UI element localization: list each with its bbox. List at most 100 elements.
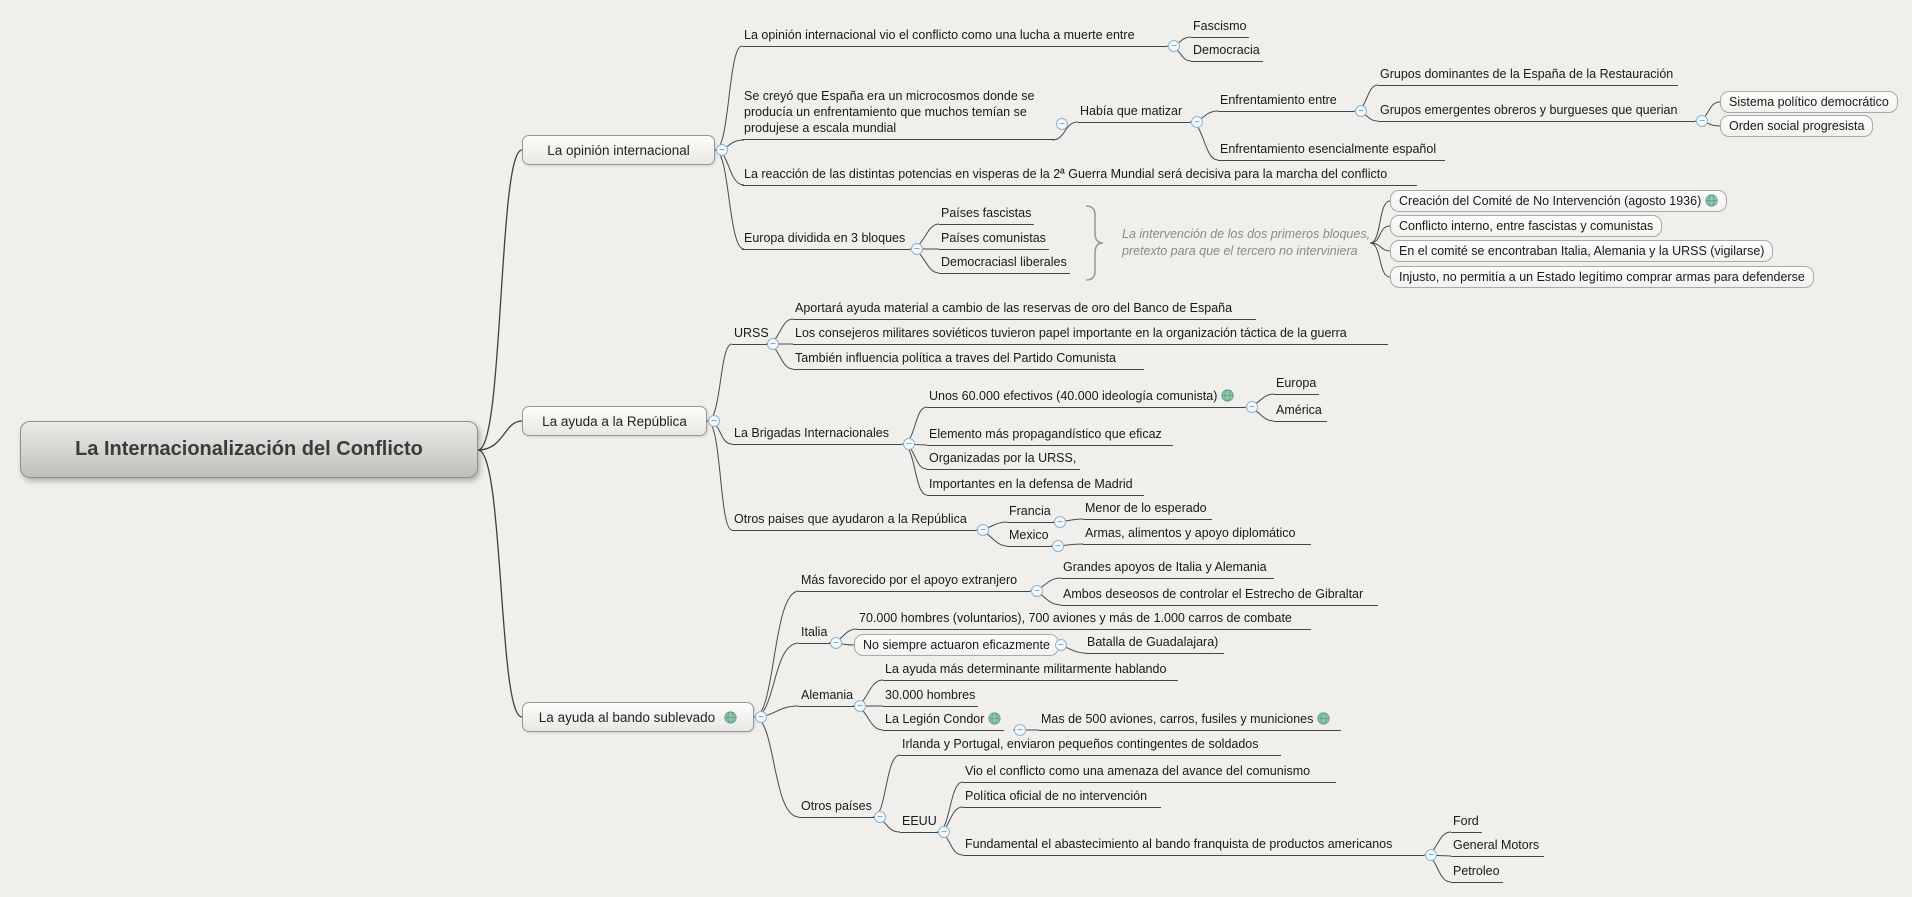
node-habia-que-matizar[interactable]: Había que matizar — [1078, 103, 1190, 123]
globe-icon[interactable] — [1705, 194, 1718, 207]
node-otros-paises-republica[interactable]: Otros paises que ayudaron a la República — [732, 511, 976, 531]
node-microcosmos[interactable]: Se creyó que España era un microcosmos d… — [742, 88, 1054, 140]
node-abastecimiento-productos[interactable]: Fundamental el abastecimiento al bando f… — [963, 836, 1424, 856]
node-label-line: producía un enfrentamiento que muchos te… — [744, 105, 1027, 119]
collapse-icon[interactable]: − — [716, 144, 728, 156]
collapse-icon[interactable]: − — [1056, 118, 1068, 130]
collapse-icon[interactable]: − — [1055, 639, 1067, 651]
collapse-icon[interactable]: − — [1696, 115, 1708, 127]
node-paises-comunistas[interactable]: Países comunistas — [939, 230, 1049, 250]
node-democracias-liberales[interactable]: Democraciasl liberales — [939, 254, 1070, 274]
node-brigadas-internacionales[interactable]: La Brigadas Internacionales — [732, 425, 902, 445]
node-legion-condor[interactable]: La Legión Condor — [883, 711, 1005, 731]
node-consejeros-sovieticos[interactable]: Los consejeros militares soviéticos tuvi… — [793, 325, 1388, 345]
node-estrecho-gibraltar[interactable]: Ambos deseosos de controlar el Estrecho … — [1061, 586, 1378, 606]
node-irlanda-portugal[interactable]: Irlanda y Portugal, enviaron pequeños co… — [900, 736, 1281, 756]
node-label: Orden social progresista — [1729, 119, 1865, 133]
collapse-icon[interactable]: − — [1246, 401, 1258, 413]
collapse-icon[interactable]: − — [1054, 516, 1066, 528]
node-democracia[interactable]: Democracia — [1191, 42, 1263, 62]
node-armas-alimentos[interactable]: Armas, alimentos y apoyo diplomático — [1083, 525, 1311, 545]
node-grandes-apoyos[interactable]: Grandes apoyos de Italia y Alemania — [1061, 559, 1274, 579]
node-label: Fascismo — [1193, 19, 1247, 33]
collapse-icon[interactable]: − — [903, 438, 915, 450]
node-70000-hombres[interactable]: 70.000 hombres (voluntarios), 700 avione… — [857, 610, 1311, 630]
node-lucha-a-muerte[interactable]: La opinión internacional vio el conflict… — [742, 27, 1167, 47]
node-propagandistico[interactable]: Elemento más propagandístico que eficaz — [927, 426, 1173, 446]
node-sistema-politico[interactable]: Sistema político democrático — [1720, 91, 1898, 113]
summary-brace-note[interactable]: La intervención de los dos primeros bloq… — [1122, 226, 1370, 260]
node-francia[interactable]: Francia — [1007, 503, 1054, 523]
node-amenaza-comunismo[interactable]: Vio el conflicto como una amenaza del av… — [963, 763, 1336, 783]
node-label: Democracia — [1193, 43, 1260, 57]
collapse-icon[interactable]: − — [1191, 116, 1203, 128]
node-defensa-madrid[interactable]: Importantes en la defensa de Madrid — [927, 476, 1144, 496]
node-comite-no-intervencion[interactable]: Creación del Comité de No Intervención (… — [1390, 190, 1728, 212]
globe-icon[interactable] — [988, 712, 1001, 725]
node-organizadas-urss[interactable]: Organizadas por la URSS, — [927, 450, 1080, 470]
node-eeuu[interactable]: EEUU — [900, 813, 940, 833]
node-mexico[interactable]: Mexico — [1007, 527, 1052, 547]
node-mas-favorecido[interactable]: Más favorecido por el apoyo extranjero — [799, 572, 1030, 592]
node-influencia-politica[interactable]: También influencia política a traves del… — [793, 350, 1144, 370]
collapse-icon[interactable]: − — [1355, 105, 1367, 117]
globe-icon[interactable] — [1221, 389, 1234, 402]
node-europa-3-bloques[interactable]: Europa dividida en 3 bloques — [742, 230, 910, 250]
collapse-icon[interactable]: − — [1031, 585, 1043, 597]
globe-icon[interactable] — [724, 710, 737, 724]
node-america[interactable]: América — [1274, 402, 1327, 422]
topic-ayuda-republica[interactable]: La ayuda a la República — [522, 406, 707, 436]
node-label: Los consejeros militares soviéticos tuvi… — [795, 326, 1347, 340]
collapse-icon[interactable]: − — [1052, 540, 1064, 552]
collapse-icon[interactable]: − — [911, 243, 923, 255]
node-label: Más favorecido por el apoyo extranjero — [801, 573, 1018, 587]
collapse-icon[interactable]: − — [938, 826, 950, 838]
collapse-icon[interactable]: − — [1168, 40, 1180, 52]
node-paises-fascistas[interactable]: Países fascistas — [939, 205, 1035, 225]
node-italia[interactable]: Italia — [799, 624, 831, 644]
node-ayuda-oro[interactable]: Aportará ayuda material a cambio de las … — [793, 300, 1256, 320]
node-politica-no-intervencion[interactable]: Política oficial de no intervención — [963, 788, 1161, 808]
node-comite-miembros[interactable]: En el comité se encontraban Italia, Alem… — [1390, 240, 1774, 262]
node-ford[interactable]: Ford — [1451, 813, 1482, 833]
root-topic[interactable]: La Internacionalización del Conflicto — [20, 421, 478, 478]
collapse-icon[interactable]: − — [854, 700, 866, 712]
node-urss[interactable]: URSS — [732, 325, 772, 345]
collapse-icon[interactable]: − — [977, 524, 989, 536]
collapse-icon[interactable]: − — [830, 637, 842, 649]
node-efectivos[interactable]: Unos 60.000 efectivos (40.000 ideología … — [927, 388, 1245, 408]
node-grupos-emergentes[interactable]: Grupos emergentes obreros y burgueses qu… — [1378, 102, 1695, 122]
node-enfrentamiento-entre[interactable]: Enfrentamiento entre — [1218, 92, 1354, 112]
collapse-icon[interactable]: − — [755, 711, 767, 723]
node-enfrentamiento-espanol[interactable]: Enfrentamiento esencialmente español — [1218, 141, 1445, 161]
node-conflicto-interno[interactable]: Conflicto interno, entre fascistas y com… — [1390, 215, 1663, 237]
globe-icon[interactable] — [1317, 712, 1330, 725]
node-petroleo[interactable]: Petroleo — [1451, 863, 1503, 883]
node-label: Grandes apoyos de Italia y Alemania — [1063, 560, 1267, 574]
node-no-siempre-eficaces[interactable]: No siempre actuaron eficazmente — [854, 634, 1059, 656]
node-grupos-dominantes[interactable]: Grupos dominantes de la España de la Res… — [1378, 66, 1678, 86]
collapse-icon[interactable]: − — [874, 811, 886, 823]
node-label: Sistema político democrático — [1729, 95, 1889, 109]
node-30000-hombres[interactable]: 30.000 hombres — [883, 687, 979, 707]
collapse-icon[interactable]: − — [767, 338, 779, 350]
node-500-aviones[interactable]: Mas de 500 aviones, carros, fusiles y mu… — [1039, 711, 1341, 731]
collapse-icon[interactable]: − — [1014, 724, 1026, 736]
node-menor-esperado[interactable]: Menor de lo esperado — [1083, 500, 1212, 520]
topic-opinion-internacional[interactable]: La opinión internacional — [522, 135, 715, 165]
node-alemania[interactable]: Alemania — [799, 687, 857, 707]
node-fascismo[interactable]: Fascismo — [1191, 18, 1250, 38]
node-batalla-guadalajara[interactable]: Batalla de Guadalajara) — [1085, 634, 1224, 654]
topic-label: La ayuda al bando sublevado — [538, 709, 716, 725]
topic-ayuda-sublevado[interactable]: La ayuda al bando sublevado — [522, 702, 754, 732]
node-orden-social[interactable]: Orden social progresista — [1720, 115, 1874, 137]
node-injusto[interactable]: Injusto, no permitía a un Estado legítim… — [1390, 266, 1814, 288]
collapse-icon[interactable]: − — [708, 415, 720, 427]
node-otros-paises-sublevado[interactable]: Otros países — [799, 798, 875, 818]
node-reaccion-potencias[interactable]: La reacción de las distintas potencias e… — [742, 166, 1417, 186]
node-ayuda-determinante[interactable]: La ayuda más determinante militarmente h… — [883, 661, 1178, 681]
node-general-motors[interactable]: General Motors — [1451, 837, 1544, 857]
node-europa[interactable]: Europa — [1274, 375, 1320, 395]
collapse-icon[interactable]: − — [1425, 849, 1437, 861]
